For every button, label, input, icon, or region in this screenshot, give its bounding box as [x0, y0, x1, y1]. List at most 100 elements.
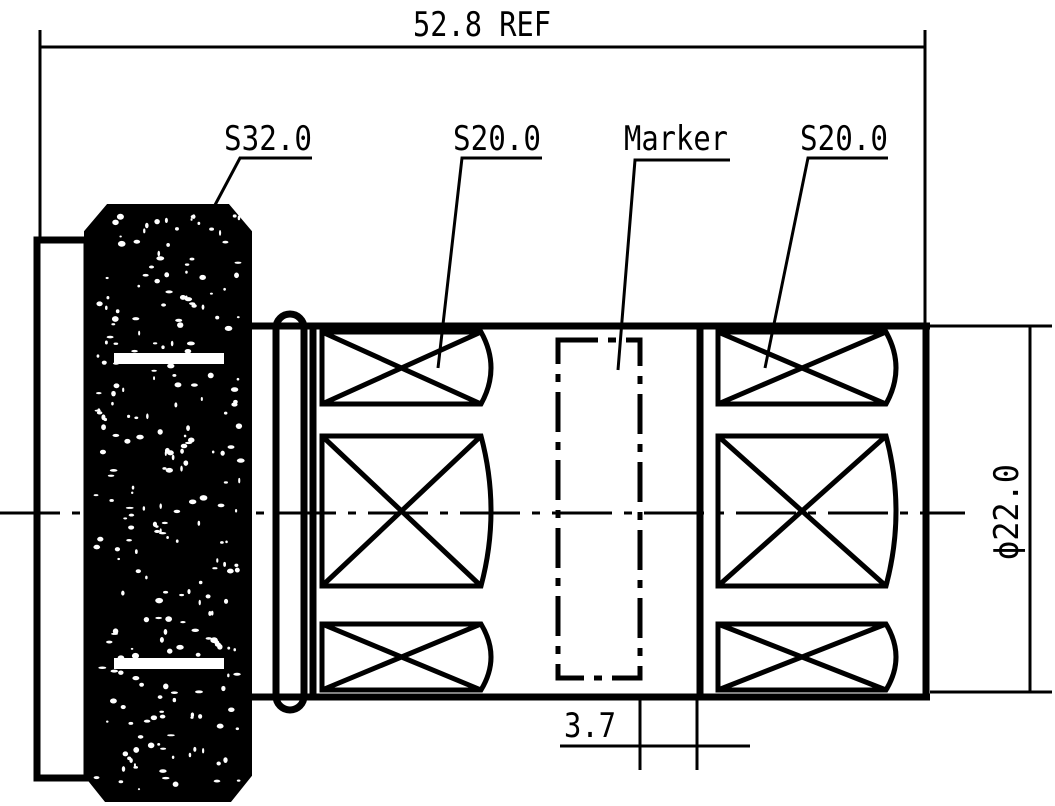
- knurl-speckle: [166, 648, 173, 654]
- knurl-speckle: [111, 390, 116, 397]
- leader-flat-left: S20.0: [436, 119, 542, 369]
- knurl-speckle: [112, 219, 119, 226]
- knurl-speckle: [191, 628, 199, 633]
- knurl-speckle: [117, 240, 126, 247]
- knurl-speckle: [170, 340, 174, 347]
- knurl-speckle: [159, 636, 164, 643]
- leader-flat-right: S20.0: [763, 119, 888, 369]
- hex-nut: [84, 204, 252, 802]
- diameter-dimension: ϕ22.0: [930, 324, 1052, 694]
- knurl-speckle: [173, 509, 181, 514]
- knurl-speckle: [183, 434, 187, 438]
- knurl-speckle: [201, 304, 205, 310]
- knurl-speckle: [234, 261, 242, 264]
- knurl-speckle: [217, 503, 225, 508]
- knurl-speckle: [213, 779, 221, 783]
- wrench-flat-box: [715, 329, 899, 407]
- knurl-speckle: [205, 594, 211, 599]
- knurl-speckle: [101, 360, 107, 365]
- knurl-speckle: [167, 734, 175, 737]
- knurl-speckle: [235, 727, 240, 731]
- knurl-speckle: [224, 325, 233, 331]
- knurl-speckle: [155, 616, 162, 620]
- knurl-speckle: [216, 558, 219, 563]
- knurl-speckle: [96, 301, 103, 307]
- knurl-speckle: [112, 628, 119, 635]
- knurl-speckle: [197, 520, 201, 526]
- knurl-speckle: [138, 330, 141, 336]
- knurl-speckle: [223, 598, 229, 604]
- knurl-speckle: [184, 263, 190, 266]
- knurl-speckle: [189, 257, 195, 261]
- knurl-speckle: [121, 590, 125, 596]
- knurl-speckle: [93, 544, 101, 550]
- knurl-speckle: [180, 443, 188, 449]
- knurl-speckle: [96, 354, 100, 358]
- knurl-speckle: [143, 719, 151, 723]
- knurl-speckle: [232, 214, 237, 218]
- knurl-speckle: [183, 460, 189, 466]
- knurl-speckle: [180, 620, 186, 624]
- knurl-speckle: [161, 345, 165, 350]
- knurl-speckle: [207, 372, 214, 379]
- knurl-speckle: [146, 413, 149, 420]
- knurl-speckle: [236, 316, 240, 319]
- knurl-speckle: [95, 392, 102, 395]
- knurl-speckle: [131, 349, 138, 353]
- knurl-speckle: [164, 272, 170, 278]
- knurl-speckle: [110, 669, 118, 673]
- knurl-speckle: [234, 272, 239, 279]
- knurl-speckle: [220, 541, 224, 544]
- flat-right-label: S20.0: [800, 119, 888, 159]
- knurl-speckle: [191, 383, 198, 387]
- knurl-speckle: [238, 477, 241, 484]
- knurl-speckle: [236, 779, 241, 782]
- knurl-speckle: [157, 695, 163, 699]
- knurl-speckle: [132, 675, 140, 681]
- flat-left-label: S20.0: [453, 119, 541, 159]
- knurl-speckle: [145, 222, 149, 229]
- knurl-speckle: [113, 342, 119, 345]
- knurl-speckle: [114, 547, 121, 552]
- knurl-speckle: [208, 611, 212, 616]
- marker-band: [555, 337, 643, 681]
- knurl-speckle: [227, 445, 235, 449]
- knurl-speckle: [184, 348, 192, 354]
- knurl-speckle: [143, 617, 150, 623]
- knurl-speckle: [199, 495, 208, 501]
- knurl-speckle: [234, 567, 240, 573]
- knurl-speckle: [130, 647, 134, 650]
- knurl-speckle: [109, 498, 114, 502]
- knurl-speckle: [188, 752, 192, 758]
- knurl-speckle: [236, 377, 240, 381]
- knurl-speckle: [227, 673, 230, 678]
- marker-dimension-label: 3.7: [564, 706, 616, 746]
- knurl-speckle: [236, 458, 245, 463]
- knurl-speckle: [111, 316, 119, 322]
- knurl-speckle: [148, 265, 155, 269]
- knurl-speckle: [128, 513, 135, 517]
- knurl-speckle: [154, 278, 160, 284]
- knurl-speckle: [223, 411, 228, 415]
- body: [250, 322, 930, 701]
- knurl-speckle: [228, 707, 235, 713]
- knurl-speckle: [128, 721, 134, 725]
- knurl-speckle: [163, 628, 168, 635]
- knurl-speckle: [106, 720, 109, 723]
- knurl-speckle: [215, 315, 220, 320]
- knurl-speckle: [161, 521, 168, 525]
- knurl-speckle: [159, 503, 162, 509]
- knurl-speckle: [137, 735, 144, 739]
- knurl-speckle: [209, 227, 214, 231]
- knurl-speckle: [152, 342, 158, 345]
- knurl-speckle: [137, 788, 141, 791]
- knurl-speckle: [234, 563, 239, 567]
- knurl-speckle: [106, 296, 110, 300]
- knurl-speckle: [210, 610, 214, 616]
- knurl-speckle: [223, 481, 228, 484]
- knurl-speckle: [214, 642, 222, 647]
- knurl-speckle: [186, 341, 195, 346]
- knurl-speckle: [142, 273, 149, 277]
- knurl-speckle: [139, 682, 144, 687]
